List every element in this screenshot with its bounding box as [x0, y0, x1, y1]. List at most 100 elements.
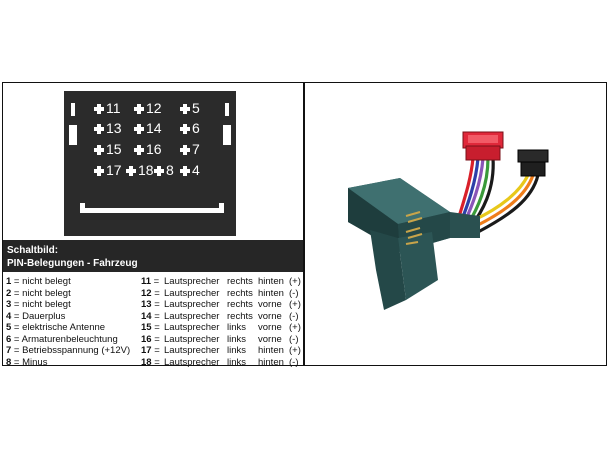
pin-polarity: (-): [289, 356, 299, 368]
pin-number-group: 13 =: [141, 299, 160, 310]
pin-marker-icon: [180, 166, 190, 176]
pin-assignment-header: Schaltbild: PIN-Belegungen - Fahrzeug: [3, 240, 303, 272]
connector-pin: 14: [134, 121, 162, 135]
pin-number: 18: [141, 356, 152, 368]
pin-row: 5 = elektrische Antenne: [6, 322, 106, 333]
wiring-harness-image: [348, 131, 549, 310]
pin-polarity: (+): [289, 345, 301, 356]
pin-list-left: 1 = nicht belegt 2 = nicht belegt 3 = ni…: [6, 276, 136, 368]
pin-marker-icon: [180, 124, 190, 134]
connector-bar-right-post: [219, 203, 224, 213]
pin-polarity: (+): [289, 299, 301, 310]
pin-marker-icon: [126, 166, 136, 176]
connector-pin: 12: [134, 101, 162, 115]
connector-pin: 8: [154, 163, 174, 177]
pin-label: Minus: [22, 356, 48, 368]
pin-number-group: 15 =: [141, 322, 160, 333]
header-subtitle: PIN-Belegungen - Fahrzeug: [7, 258, 138, 269]
pin-polarity: (+): [289, 322, 301, 333]
connector-pin: 16: [134, 142, 162, 156]
pin-side: rechts: [227, 299, 253, 310]
pin-side: links: [227, 356, 247, 368]
pin-row: 1 = nicht belegt: [6, 276, 71, 287]
pin-marker-icon: [94, 104, 104, 114]
pin-side: rechts: [227, 287, 253, 299]
pin-position: hinten: [258, 356, 284, 368]
connector-slot-left-top: [71, 103, 75, 116]
pin-number: 7: [6, 345, 12, 356]
pin-polarity: (-): [289, 310, 299, 322]
pin-position: vorne: [258, 299, 282, 310]
pin-number-group: 12 =: [141, 287, 160, 299]
pin-number: 8: [6, 356, 12, 368]
pin-label: Dauerplus: [22, 310, 66, 322]
pin-label: Lautsprecher: [164, 299, 220, 310]
black-plug: [517, 149, 549, 177]
connector-pin: 7: [180, 142, 200, 156]
pin-label: nicht belegt: [22, 276, 71, 287]
connector-pin: 11: [94, 101, 121, 115]
pin-side: rechts: [227, 310, 253, 322]
red-plug: [462, 131, 504, 161]
pin-marker-icon: [94, 166, 104, 176]
pin-marker-icon: [134, 104, 144, 114]
pin-label: Lautsprecher: [164, 356, 220, 368]
pin-number-group: 16 =: [141, 333, 160, 345]
pin-marker-icon: [94, 145, 104, 155]
pin-number-group: 18 =: [141, 356, 160, 368]
pin-polarity: (+): [289, 276, 301, 287]
pin-row: 7 = Betriebsspannung (+12V): [6, 345, 131, 356]
pin-position: vorne: [258, 333, 282, 345]
pin-label: nicht belegt: [22, 299, 71, 310]
pin-row: 8 = Minus: [6, 356, 48, 368]
pin-position: vorne: [258, 322, 282, 333]
pin-position: hinten: [258, 287, 284, 299]
pin-label: Lautsprecher: [164, 345, 220, 356]
pin-label: Armaturenbeleuchtung: [21, 333, 118, 345]
connector-pin: 13: [94, 121, 122, 135]
pin-polarity: (-): [289, 287, 299, 299]
connector-slot-left-bottom: [69, 125, 77, 145]
pin-row: 2 = nicht belegt: [6, 287, 71, 299]
pin-marker-icon: [154, 166, 164, 176]
pin-number-group: 14 =: [141, 310, 160, 322]
pin-label: Lautsprecher: [164, 322, 220, 333]
pin-marker-icon: [134, 145, 144, 155]
pin-marker-icon: [134, 124, 144, 134]
pin-row: 12 = Lautsprecher rechts hinten (-): [141, 288, 303, 300]
pin-label: Lautsprecher: [164, 333, 220, 345]
connector-slot-right-bottom: [223, 125, 231, 145]
pin-label: Lautsprecher: [164, 287, 220, 299]
pin-row: 14 = Lautsprecher rechts vorne (-): [141, 311, 303, 323]
pin-number: 2: [6, 287, 12, 299]
pin-number: 15: [141, 322, 152, 333]
pin-position: vorne: [258, 310, 282, 322]
connector-pin: 15: [94, 142, 122, 156]
pin-row: 17 = Lautsprecher links hinten (+): [141, 345, 303, 357]
pin-position: hinten: [258, 345, 284, 356]
connector-pin: 18: [126, 163, 154, 177]
wire-yellow: [472, 173, 530, 222]
pin-number-group: 17 =: [141, 345, 160, 356]
connector-bar-left-post: [80, 203, 85, 213]
connector-pin: 4: [180, 163, 200, 177]
pin-number: 3: [6, 299, 12, 310]
connector-face: 11 12 5 13 14 6 15 16 7 17 18 8 4: [64, 91, 236, 236]
pin-side: rechts: [227, 276, 253, 287]
pin-label: nicht belegt: [22, 287, 71, 299]
main-connector-body: [348, 178, 480, 310]
pin-row: 4 = Dauerplus: [6, 310, 66, 322]
pin-row: 13 = Lautsprecher rechts vorne (+): [141, 299, 303, 311]
pin-number: 12: [141, 287, 152, 299]
pin-number: 6: [6, 333, 12, 345]
pin-side: links: [227, 345, 247, 356]
connector-pin: 17: [94, 163, 122, 177]
pin-number-group: 11 =: [141, 276, 160, 287]
pin-row: 3 = nicht belegt: [6, 299, 71, 310]
pin-row: 18 = Lautsprecher links hinten (-): [141, 357, 303, 369]
pin-row: 6 = Armaturenbeleuchtung: [6, 333, 118, 345]
pin-label: Lautsprecher: [164, 310, 220, 322]
